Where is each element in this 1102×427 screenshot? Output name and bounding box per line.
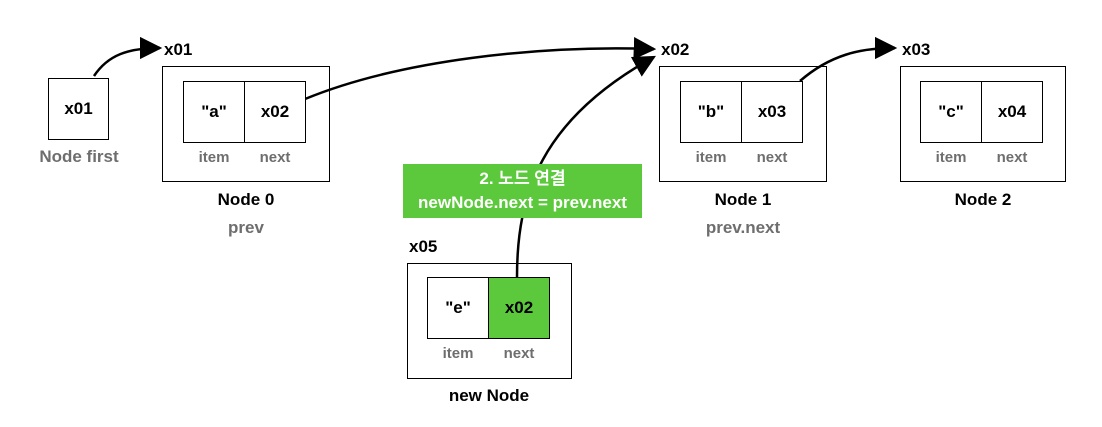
node0-ref-label: prev [228,218,264,237]
node1-box [659,66,827,182]
connection-note-code: newNode.next = prev.next [418,193,627,212]
node0-address: x01 [164,40,193,59]
new-node-box [407,263,572,379]
first-pointer-cell: x01 [48,78,109,140]
node1-name: Node 1 [714,190,772,209]
node0-next-label: next [259,149,291,166]
node2-item-label: item [935,149,967,166]
node1-item-cell: "b" [680,81,742,143]
node0-next-cell: x02 [244,81,306,143]
node1-ref-label: prev.next [705,218,781,237]
node1-item-label: item [695,149,727,166]
arrow-node0-to-node1 [304,37,657,101]
node1-next-label: next [756,149,788,166]
first-pointer-label: Node first [39,147,119,166]
connection-note-title: 2. 노드 연결 [479,169,566,188]
new-node-next-cell: x02 [488,277,550,339]
node1-address: x02 [661,40,690,59]
node0-box [162,66,330,182]
new-node-address: x05 [409,237,438,256]
connection-note: 2. 노드 연결 newNode.next = prev.next [403,164,642,218]
node2-address: x03 [902,40,931,59]
new-node-name: new Node [448,386,530,405]
new-node-item-cell: "e" [427,277,489,339]
node1-next-cell: x03 [741,81,803,143]
node2-name: Node 2 [954,190,1012,209]
node0-item-label: item [198,149,230,166]
node0-item-cell: "a" [183,81,245,143]
new-node-item-label: item [442,345,474,362]
arrow-first-to-node0 [92,36,163,77]
node2-item-cell: "c" [920,81,982,143]
node0-name: Node 0 [217,190,275,209]
new-node-next-label: next [503,345,535,362]
node2-next-label: next [996,149,1028,166]
node2-box [900,66,1066,182]
node2-next-cell: x04 [981,81,1043,143]
